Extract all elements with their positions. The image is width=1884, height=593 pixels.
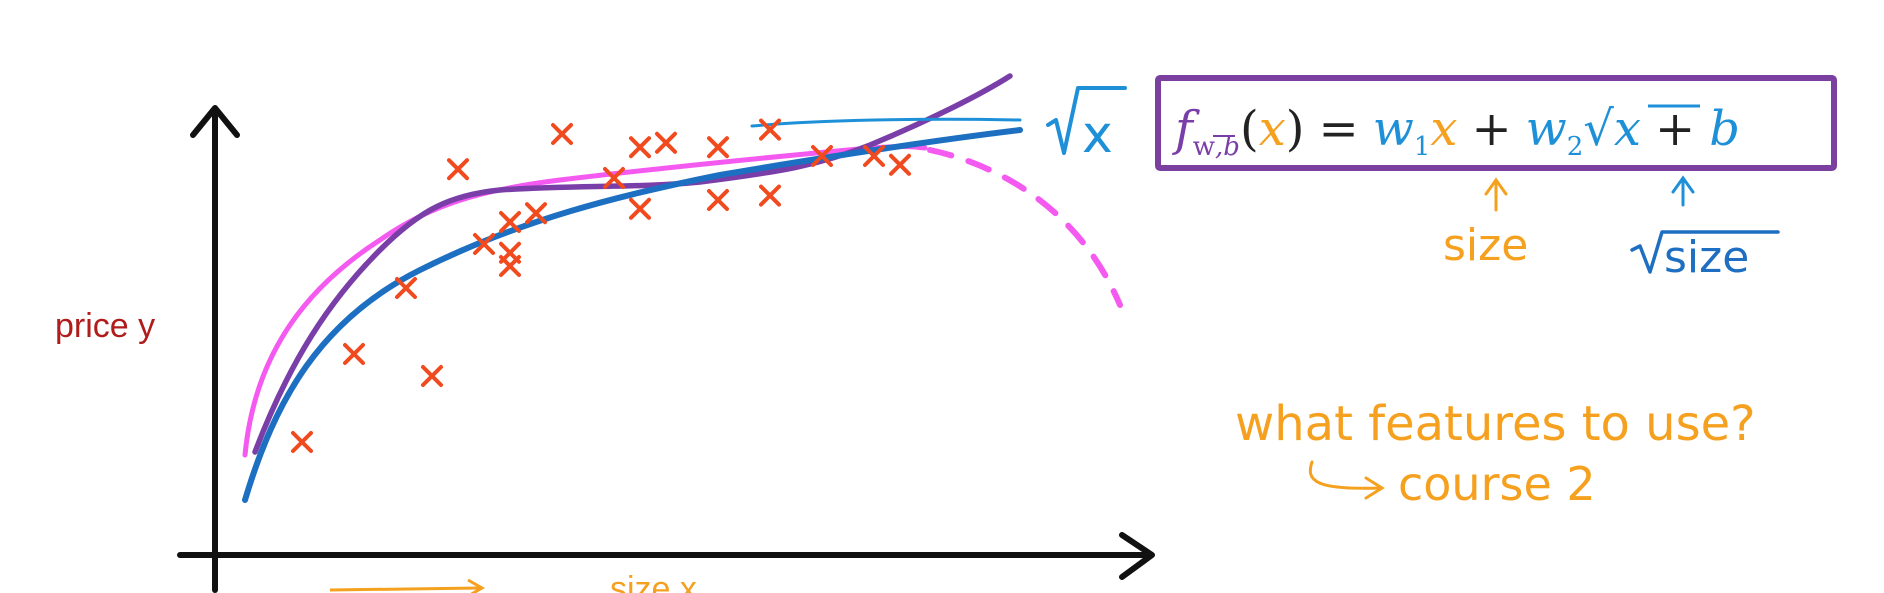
sqrt-size-note: size — [1664, 232, 1749, 283]
formula-plus2: + — [1655, 101, 1695, 157]
data-point — [889, 153, 911, 176]
data-point — [395, 277, 417, 299]
x-axis-orange-arrowhead — [467, 578, 486, 593]
sqrt-x-label: x — [1046, 86, 1127, 165]
data-point — [421, 365, 443, 387]
size-note: size — [1443, 220, 1528, 271]
data-point — [629, 136, 651, 159]
formula-subscript-w: w — [1193, 132, 1215, 162]
data-point — [707, 189, 729, 211]
formula-x: x — [1259, 101, 1286, 157]
formula: fw,b(x)=w1x+w2√x+b — [1172, 101, 1740, 162]
formula-sqrt-x: x — [1614, 101, 1641, 157]
sqrt-label-leader — [750, 117, 1022, 128]
x-axis-orange-arrow — [329, 586, 481, 592]
data-point — [291, 431, 313, 453]
data-point — [447, 158, 469, 181]
formula-w2-sub: 2 — [1567, 132, 1584, 162]
formula-x2: x — [1430, 101, 1457, 157]
cubic-fit-curve — [252, 73, 1013, 455]
radical-sign — [1046, 86, 1127, 155]
sqrt-size-radical — [1630, 230, 1780, 274]
size-up-arrowhead — [1484, 177, 1508, 196]
size-annotation: size — [1443, 177, 1528, 271]
formula-frame — [1155, 75, 1837, 171]
formula-plus1: + — [1471, 101, 1511, 157]
course-note: course 2 — [1308, 457, 1596, 511]
sqrt-size-annotation: size — [1630, 175, 1780, 283]
data-point — [759, 184, 781, 207]
data-point — [551, 123, 573, 145]
sqrt-size-up-arrowhead — [1671, 175, 1695, 194]
quadratic-fit-curve — [242, 144, 928, 458]
formula-paren-open: ( — [1240, 101, 1259, 157]
y-axis-arrowhead — [190, 105, 240, 138]
data-point — [655, 131, 677, 154]
data-point — [343, 343, 365, 365]
axes — [177, 105, 1155, 593]
course-hook-arrowhead — [1364, 476, 1385, 500]
features-question: what features to use? — [1235, 396, 1756, 452]
x-axis-arrowhead — [1119, 532, 1155, 580]
y-axis-label: price y — [55, 307, 155, 345]
formula-w1-sub: 1 — [1414, 132, 1431, 162]
formula-box: fw,b(x)=w1x+w2√x+b — [1155, 75, 1837, 171]
course-hook-arrow — [1308, 460, 1382, 490]
data-marks — [291, 118, 911, 453]
data-point — [473, 233, 495, 255]
formula-w2: w — [1526, 101, 1567, 157]
data-point — [499, 241, 521, 264]
formula-w1: w — [1373, 101, 1414, 157]
data-point — [525, 202, 547, 225]
data-point — [499, 211, 521, 233]
formula-radical: √ — [1583, 101, 1614, 157]
data-point — [629, 197, 651, 220]
formula-paren-close: ) — [1286, 101, 1305, 157]
x-axis-label: size x — [610, 570, 697, 593]
data-point — [863, 145, 885, 167]
course-text: course 2 — [1398, 457, 1596, 511]
sqrt-x-text: x — [1082, 105, 1113, 165]
quadratic-fit-curve-dashed — [927, 147, 1123, 308]
data-point — [707, 136, 729, 159]
data-point — [811, 145, 833, 167]
formula-equals: = — [1319, 101, 1359, 157]
data-point — [759, 118, 781, 141]
formula-b: b — [1709, 101, 1740, 157]
data-point — [603, 167, 625, 189]
